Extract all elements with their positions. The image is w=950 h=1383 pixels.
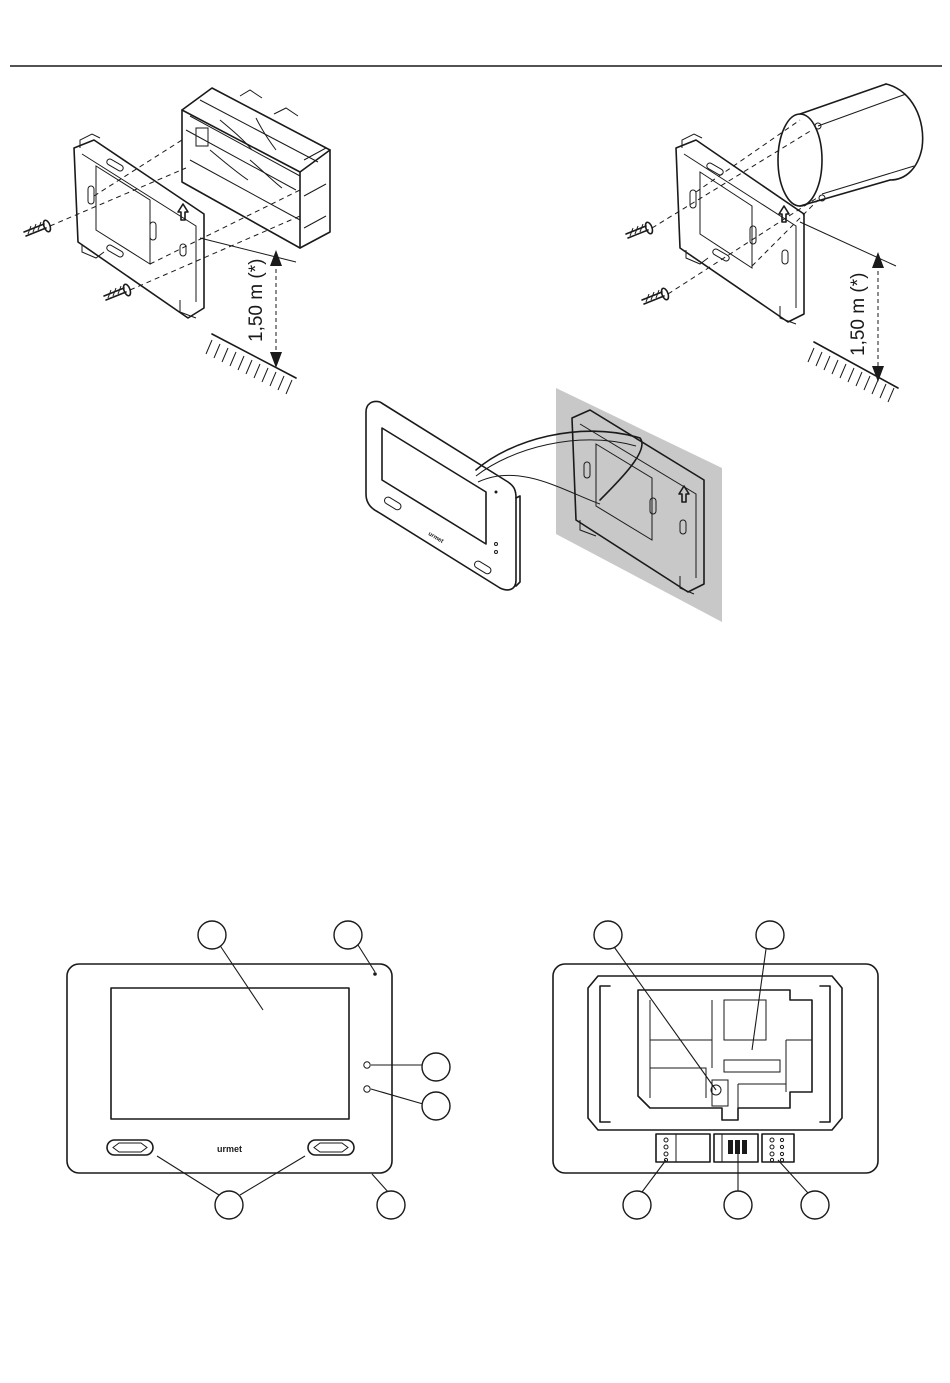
left-height-label: 1,50 m (*) [246,259,267,342]
center-monitor: urmet [366,401,520,589]
right-touch-key [308,1140,354,1155]
callout-screen [198,921,226,949]
left-screw-top [24,219,52,236]
led-indicator-bottom [364,1086,370,1092]
rear-plate-outline [588,976,842,1130]
front-brand-mark: urmet [217,1144,242,1154]
callout-touch-keys [215,1191,243,1219]
right-mounting-plate [676,134,804,324]
monitor-front-frame [67,964,392,1173]
callout-rear-housing [756,921,784,949]
callout-terminal-right [801,1191,829,1219]
right-screw-top [626,221,654,238]
callout-dip-switch [724,1191,752,1219]
callout-connector [594,921,622,949]
left-touch-key [107,1140,153,1155]
callout-led-bottom [422,1092,450,1120]
callout-led-top [422,1053,450,1081]
monitor-front-view: urmet [67,921,450,1219]
callout-frame [377,1191,405,1219]
terminal-block-right [762,1134,794,1162]
center-brand-mark: urmet [427,531,444,545]
left-mounting-plate [74,134,204,318]
callout-microphone [334,921,362,949]
monitor-screen [111,988,349,1119]
led-indicator-top [364,1062,370,1068]
left-screw-bottom [104,283,132,300]
dip-switch-block [714,1134,758,1162]
right-install-diagram: 1,50 m (*) [626,84,923,402]
left-install-diagram: 1,50 m (*) [24,88,330,394]
right-screw-bottom [642,287,670,304]
microphone-hole [373,972,377,976]
center-mounting-diagram: urmet [366,388,722,622]
monitor-rear-view [553,921,878,1219]
terminal-block-left [656,1134,710,1162]
right-height-label: 1,50 m (*) [848,273,869,356]
left-floor-hatch [206,334,296,394]
round-flush-box [778,84,923,206]
callout-terminal-left [623,1191,651,1219]
